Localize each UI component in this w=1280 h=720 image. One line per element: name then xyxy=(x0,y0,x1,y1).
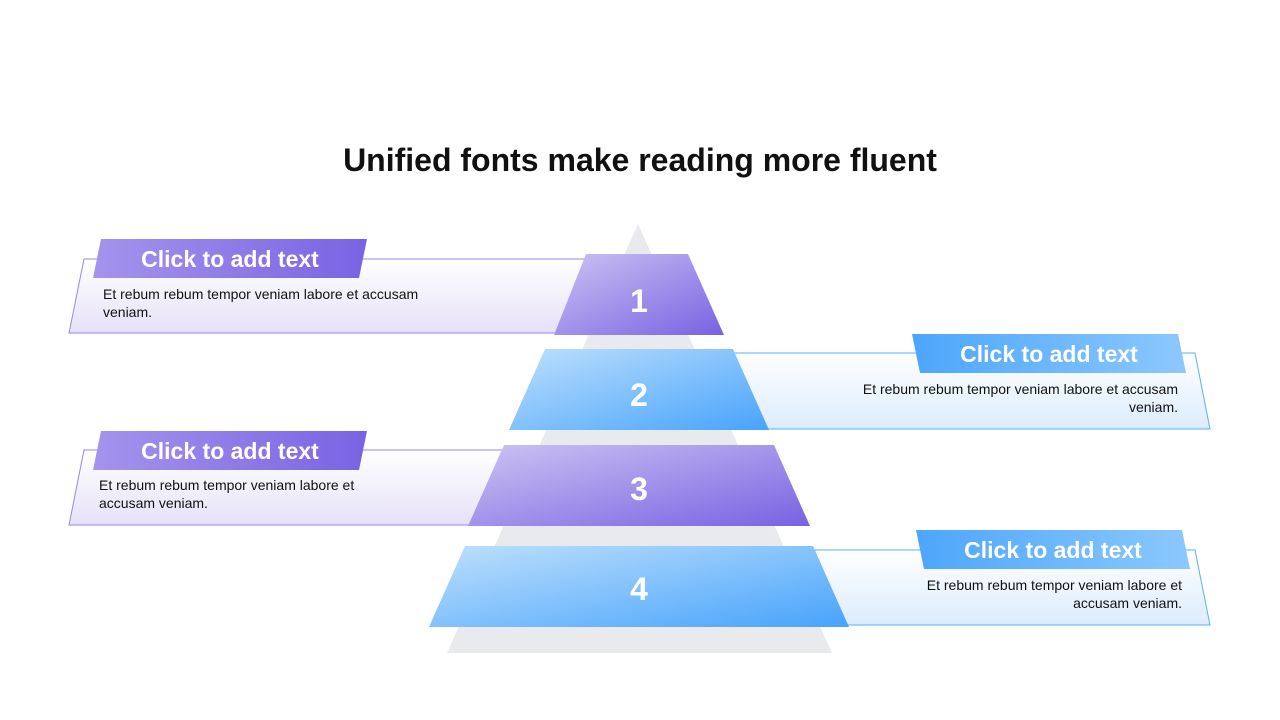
level-1-number: 1 xyxy=(630,283,648,319)
level-3-number: 3 xyxy=(630,471,648,507)
level-2-heading[interactable]: Click to add text xyxy=(960,341,1138,367)
page-title: Unified fonts make reading more fluent xyxy=(343,142,937,178)
level-1-heading[interactable]: Click to add text xyxy=(141,246,319,272)
tag-2 xyxy=(912,334,1186,373)
level-3-heading[interactable]: Click to add text xyxy=(141,438,319,464)
level-1-description[interactable]: Et rebum rebum tempor veniam labore et a… xyxy=(103,286,419,320)
level-4-description[interactable]: Et rebum rebum tempor veniam labore et a… xyxy=(926,577,1182,611)
level-4-number: 4 xyxy=(630,571,648,607)
level-2-number: 2 xyxy=(630,377,648,413)
tag-3 xyxy=(93,431,367,470)
tier-1 xyxy=(554,254,724,335)
tier-2 xyxy=(509,349,769,430)
tier-3 xyxy=(468,445,810,526)
tag-4 xyxy=(916,530,1190,569)
level-3-description[interactable]: Et rebum rebum tempor veniam labore et a… xyxy=(99,477,355,511)
level-2-description[interactable]: Et rebum rebum tempor veniam labore et a… xyxy=(862,381,1178,415)
level-4-heading[interactable]: Click to add text xyxy=(964,537,1142,563)
tier-4 xyxy=(429,546,849,627)
tag-1 xyxy=(93,239,367,278)
pyramid-background xyxy=(447,224,832,653)
